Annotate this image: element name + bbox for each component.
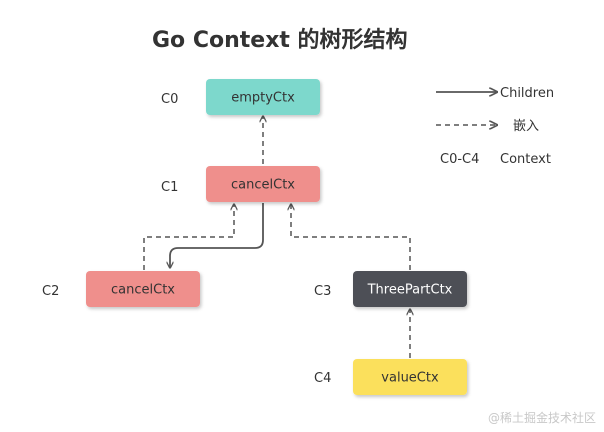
- watermark-text: @稀土掘金技术社区: [488, 410, 596, 425]
- embed-edge-c3-to-c1: [291, 204, 411, 270]
- children-edge-c1-to-c2: [170, 203, 264, 268]
- legend: Children 嵌入 C0-C4 Context: [436, 86, 554, 167]
- node-empty-ctx-label: emptyCtx: [231, 91, 295, 106]
- legend-range-meaning: Context: [500, 152, 551, 167]
- node-cancel-ctx-root-box: [206, 166, 320, 202]
- embed-edge-c2-to-c1: [143, 204, 234, 270]
- legend-embed-label: 嵌入: [513, 119, 539, 134]
- node-value-ctx-box: [353, 359, 467, 395]
- node-cancel-ctx-child-box: [86, 271, 200, 307]
- node-three-part-ctx-box: [353, 271, 467, 307]
- node-cancel-ctx-root: cancelCtx: [206, 166, 320, 202]
- node-empty-ctx-box: [206, 79, 320, 115]
- level-label-c3: C3: [314, 284, 331, 299]
- node-value-ctx-label: valueCtx: [381, 371, 439, 386]
- legend-range-label: C0-C4: [440, 152, 479, 167]
- level-label-c0: C0: [161, 92, 178, 107]
- node-three-part-ctx: ThreePartCtx: [353, 271, 467, 307]
- node-value-ctx: valueCtx: [353, 359, 467, 395]
- node-cancel-ctx-child: cancelCtx: [86, 271, 200, 307]
- node-cancel-ctx-root-label: cancelCtx: [231, 178, 295, 193]
- node-cancel-ctx-child-label: cancelCtx: [111, 283, 175, 298]
- level-label-c4: C4: [314, 371, 331, 386]
- node-three-part-ctx-label: ThreePartCtx: [367, 283, 453, 298]
- diagram-title: Go Context 的树形结构: [152, 27, 408, 53]
- legend-children-label: Children: [500, 86, 554, 101]
- node-empty-ctx: emptyCtx: [206, 79, 320, 115]
- level-label-c2: C2: [42, 284, 59, 299]
- level-label-c1: C1: [161, 180, 178, 195]
